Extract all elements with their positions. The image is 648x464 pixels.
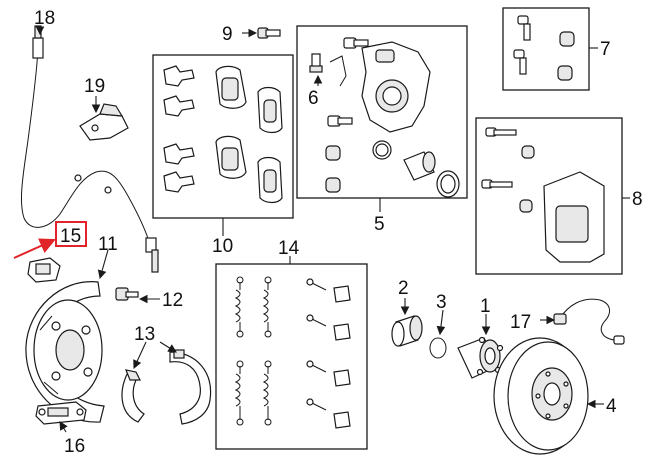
spring-lower-right	[262, 360, 272, 426]
parking-brake-shoes	[121, 349, 212, 425]
callout-11: 11	[98, 234, 118, 255]
callout-10: 10	[212, 236, 233, 257]
callout-3: 3	[436, 292, 447, 313]
pad-clips-left	[163, 65, 195, 193]
callout-16: 16	[64, 436, 85, 457]
backing-plate-bolt	[115, 287, 139, 301]
brake-hose	[553, 298, 625, 345]
spring-lower-left	[234, 360, 244, 426]
backing-plate	[25, 281, 105, 423]
callout-6: 6	[308, 88, 319, 109]
leader-lines	[35, 26, 630, 433]
bleeder-screw	[309, 53, 347, 87]
callout-9: 9	[222, 24, 233, 45]
callout-17: 17	[510, 312, 531, 333]
box-spring-kit	[215, 263, 368, 450]
snap-ring	[429, 337, 447, 359]
abs-sensor-wire	[20, 25, 159, 273]
callout-5: 5	[374, 214, 385, 235]
callout-18: 18	[34, 8, 55, 29]
spring-upper-left	[234, 276, 244, 338]
callout-7: 7	[600, 39, 611, 60]
callout-19: 19	[84, 76, 105, 97]
caliper-bolt-kit	[513, 15, 575, 81]
callout-15: 15	[60, 226, 81, 247]
callout-8: 8	[632, 189, 643, 210]
callout-12: 12	[162, 290, 183, 311]
wheel-bearing	[391, 315, 423, 347]
hold-down-pins-and-clips	[306, 278, 351, 429]
bleeder-bolt	[257, 27, 281, 39]
sensor-bracket	[79, 103, 129, 141]
brake-pads-set	[163, 65, 283, 204]
spring-upper-right	[262, 276, 272, 338]
callout-15-red-arrow	[13, 238, 56, 259]
box-caliper	[296, 25, 468, 199]
callout-14: 14	[278, 238, 300, 259]
box-bracket	[475, 117, 623, 275]
brake-rotor	[493, 337, 589, 455]
caliper-piston	[403, 151, 436, 181]
callout-2: 2	[398, 278, 409, 299]
spring-kit	[234, 276, 351, 429]
callout-1: 1	[480, 296, 491, 317]
wheel-hub	[457, 336, 504, 379]
callout-4: 4	[606, 396, 617, 417]
callout-15-highlight-box	[55, 221, 87, 247]
caliper-assembly	[325, 37, 460, 198]
sensor-clip	[27, 257, 61, 283]
caliper-bracket	[481, 127, 605, 263]
callout-13: 13	[134, 324, 155, 345]
box-caliper-bolts	[502, 7, 590, 91]
callout-numbers: 18 19 15 11 12 13 16 9 10 6 5 14 7 8 2 3…	[34, 8, 643, 457]
parking-brake-actuator	[35, 401, 87, 425]
